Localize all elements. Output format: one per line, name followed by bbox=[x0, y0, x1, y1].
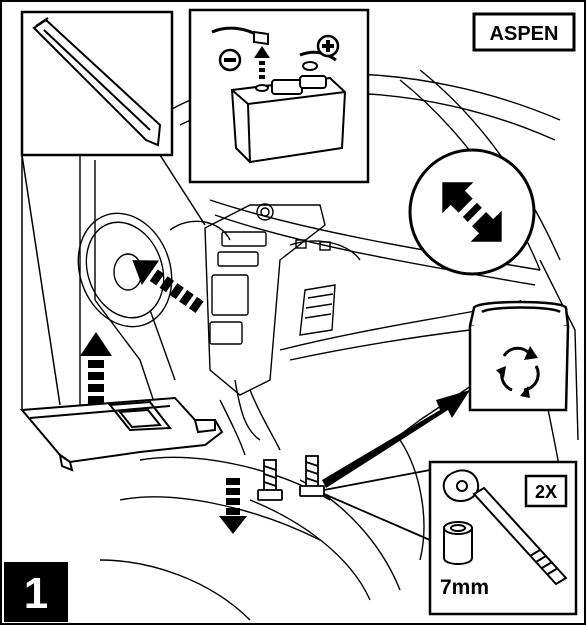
trim-panel-removal-tool-icon bbox=[32, 17, 162, 147]
retain-parts-bin-icon bbox=[468, 300, 570, 412]
quantity-box: 2X bbox=[524, 474, 568, 508]
tool-callout: 2X 7mm bbox=[428, 460, 578, 616]
pry-tool-callout bbox=[20, 10, 206, 410]
mounting-screws bbox=[257, 455, 325, 501]
quantity-label: 2X bbox=[535, 482, 557, 502]
step-badge: 1 bbox=[4, 562, 68, 622]
ratchet-wrench-icon bbox=[442, 469, 568, 586]
disconnect-negative-battery-terminal-icon bbox=[211, 26, 347, 164]
callout-lines bbox=[323, 469, 431, 541]
minus-symbol bbox=[218, 48, 242, 72]
prohibited-slash-icon bbox=[408, 148, 536, 276]
step-number: 1 bbox=[24, 569, 48, 618]
socket-size-label: 7mm bbox=[440, 576, 489, 599]
arrow-lift-cable bbox=[254, 46, 270, 79]
lower-trim-panel bbox=[19, 396, 224, 472]
motion-arrows bbox=[80, 260, 247, 534]
socket-icon bbox=[443, 521, 473, 565]
screw-left bbox=[257, 459, 283, 501]
brand-label-box: ASPEN bbox=[472, 12, 576, 52]
arrow-to-parts-bin bbox=[322, 390, 470, 488]
arrow-diagonal-upper bbox=[132, 260, 204, 313]
plus-symbol bbox=[316, 34, 340, 58]
battery-callout bbox=[188, 8, 370, 184]
screw-right bbox=[299, 455, 325, 497]
arrow-up-panel bbox=[80, 332, 112, 404]
brand-label: ASPEN bbox=[490, 23, 559, 45]
arrow-down-screws bbox=[219, 478, 247, 534]
